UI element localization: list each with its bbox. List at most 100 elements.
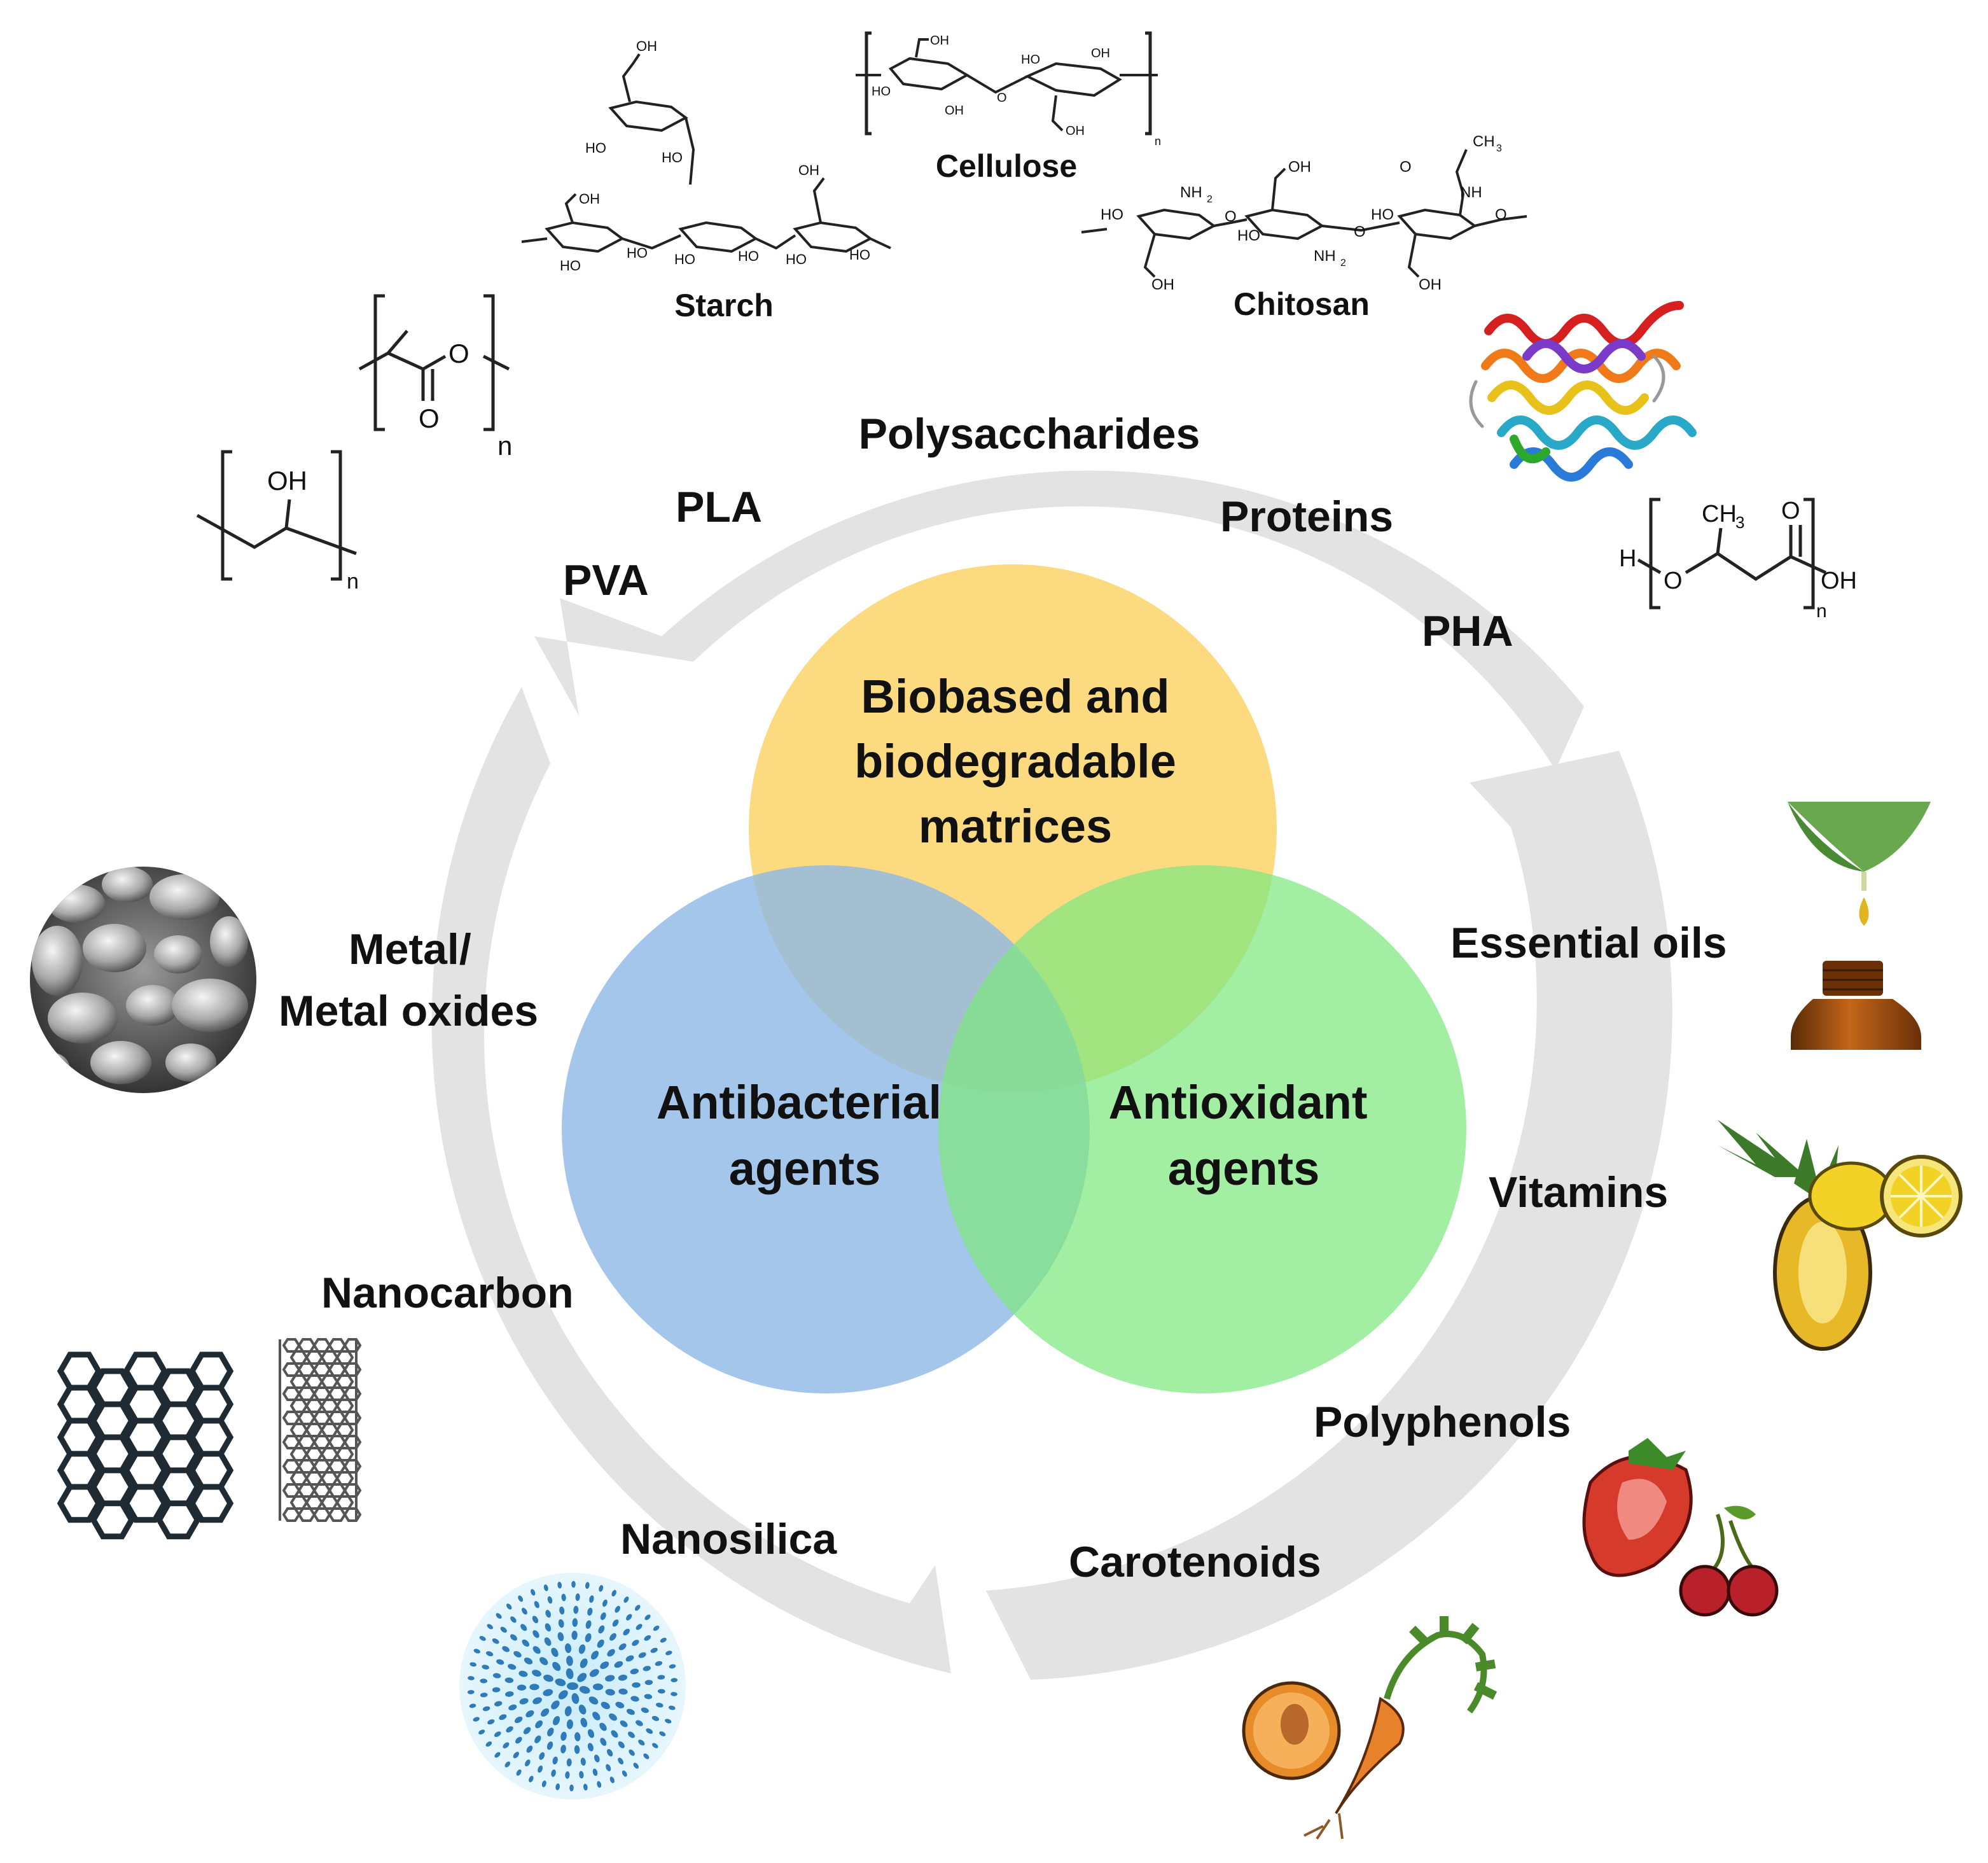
- matrices-label-line3: matrices: [919, 800, 1112, 853]
- silica-pore: [655, 1661, 663, 1666]
- silica-pore: [561, 1593, 566, 1601]
- silica-pore: [534, 1735, 541, 1743]
- silica-pore: [614, 1661, 623, 1668]
- silica-pore: [558, 1619, 564, 1628]
- silica-pore: [643, 1666, 651, 1671]
- silica-pore: [665, 1719, 672, 1724]
- cellulose-n: n: [1155, 135, 1161, 148]
- silica-pore: [571, 1580, 576, 1588]
- silica-pore: [545, 1610, 551, 1618]
- chitosan-o-2: O: [1354, 223, 1366, 241]
- silica-pore: [529, 1684, 539, 1691]
- cellulose-oh-3: OH: [1091, 46, 1110, 60]
- silica-pore: [551, 1700, 560, 1710]
- silica-pore: [526, 1745, 533, 1753]
- silica-pore: [492, 1638, 499, 1644]
- silica-pore: [651, 1715, 660, 1721]
- silica-pore: [600, 1738, 607, 1746]
- silica-pore: [579, 1685, 590, 1694]
- silica-pore: [605, 1689, 615, 1696]
- silica-pore: [522, 1607, 527, 1615]
- chitosan-oh-1: OH: [1151, 276, 1174, 293]
- antibacterial-label-line1: Antibacterial: [657, 1076, 942, 1129]
- silica-pore: [560, 1731, 567, 1741]
- label-pva: PVA: [563, 556, 649, 604]
- silica-pore: [553, 1716, 560, 1726]
- silica-pore: [531, 1589, 536, 1596]
- silica-pore: [524, 1657, 533, 1664]
- cellulose-oh-1: OH: [930, 34, 949, 48]
- silica-pore: [564, 1643, 572, 1654]
- silica-pore: [587, 1729, 595, 1738]
- silica-pore: [623, 1628, 630, 1636]
- leaf-drop-icon: [1788, 802, 1931, 926]
- pha-ch3-sub: 3: [1735, 513, 1744, 532]
- silica-pore: [496, 1659, 504, 1665]
- silica-pore: [655, 1703, 664, 1708]
- silica-pore: [505, 1691, 514, 1697]
- silica-pore: [583, 1783, 588, 1791]
- silica-pore: [469, 1662, 477, 1667]
- label-polyphenols: Polyphenols: [1314, 1398, 1571, 1446]
- silica-pore: [485, 1651, 494, 1657]
- silica-pore: [520, 1624, 527, 1631]
- silica-pore: [589, 1669, 599, 1677]
- venn-labels: Biobased and biodegradable matrices Anti…: [657, 670, 1368, 1195]
- silica-pore: [467, 1690, 475, 1694]
- ring-arrow-antioxidants: [986, 751, 1672, 1680]
- pla-o-1: O: [448, 338, 469, 368]
- silica-pore: [597, 1639, 604, 1648]
- silica-pore: [515, 1736, 522, 1744]
- silica-pore: [534, 1601, 539, 1608]
- silica-pore: [630, 1696, 639, 1702]
- silica-pore: [592, 1683, 604, 1691]
- silica-pore: [480, 1692, 488, 1698]
- silica-pore: [632, 1682, 641, 1688]
- label-polysaccharides: Polysaccharides: [859, 410, 1200, 458]
- silica-pore: [508, 1664, 517, 1670]
- silica-pore: [492, 1673, 501, 1678]
- silica-pore: [566, 1656, 573, 1666]
- silica-pore: [546, 1741, 553, 1750]
- silica-pore: [615, 1701, 625, 1708]
- pha-oh: OH: [1821, 568, 1857, 594]
- silica-pore: [594, 1754, 600, 1762]
- cellulose-ho-1: HO: [872, 85, 891, 99]
- label-chitosan: Chitosan: [1234, 286, 1370, 322]
- silica-pore: [606, 1764, 611, 1771]
- chitosan-oh-3: OH: [1419, 276, 1442, 293]
- starch-oh-2: OH: [579, 191, 600, 207]
- label-proteins: Proteins: [1220, 492, 1393, 541]
- ring-labels: Polysaccharides PLA PVA Proteins PHA Ess…: [279, 410, 1727, 1586]
- silica-pore: [494, 1752, 501, 1758]
- silica-pore: [560, 1745, 566, 1754]
- silica-pore: [496, 1613, 502, 1619]
- matrices-label-line2: biodegradable: [854, 735, 1176, 788]
- silica-pore: [660, 1637, 667, 1643]
- silica-pore: [653, 1625, 660, 1631]
- starch-ho-6: HO: [738, 248, 759, 264]
- silica-pore: [468, 1676, 475, 1680]
- label-pha: PHA: [1422, 607, 1513, 655]
- silica-pore: [643, 1753, 650, 1759]
- cellulose-oh-4: OH: [1066, 124, 1085, 138]
- silica-pore: [504, 1761, 511, 1768]
- silica-pore: [587, 1607, 593, 1616]
- pha-h: H: [1619, 545, 1636, 572]
- silica-pore: [585, 1633, 592, 1642]
- venn-diagram: [562, 564, 1466, 1393]
- starch-ho-2: HO: [662, 150, 683, 165]
- label-nanocarbon: Nanocarbon: [321, 1269, 574, 1317]
- label-nanosilica: Nanosilica: [620, 1515, 837, 1563]
- silica-pore: [601, 1701, 610, 1710]
- silica-pore: [543, 1674, 553, 1682]
- silica-pore: [609, 1633, 616, 1641]
- silica-pore: [487, 1624, 493, 1629]
- silica-pore: [502, 1646, 510, 1652]
- silica-pore: [630, 1668, 639, 1675]
- silica-pore: [565, 1771, 570, 1779]
- cycle-ring: [431, 470, 1672, 1680]
- label-metal-line2: Metal oxides: [279, 987, 538, 1035]
- silica-pore: [626, 1614, 632, 1621]
- silica-pore: [506, 1603, 512, 1610]
